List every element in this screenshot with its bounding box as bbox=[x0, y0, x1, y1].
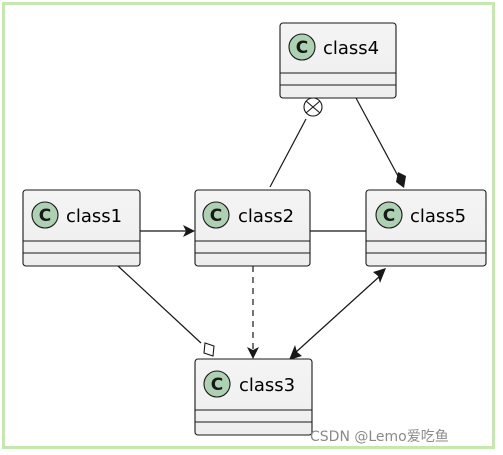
class-name: class4 bbox=[323, 38, 379, 59]
class-box-class4[interactable]: C class4 bbox=[279, 22, 397, 99]
arrowhead-icon bbox=[373, 268, 386, 283]
composition-diamond-icon bbox=[396, 172, 406, 188]
arrowhead-icon bbox=[183, 225, 195, 237]
class-badge-letter: C bbox=[210, 206, 222, 226]
class-badge-letter: C bbox=[211, 375, 223, 395]
relation-class1-class2 bbox=[140, 225, 195, 237]
class-badge-icon bbox=[202, 201, 230, 229]
class-box-class3[interactable]: C class3 bbox=[194, 358, 313, 436]
relation-class5-class3 bbox=[289, 268, 386, 360]
class-badge-icon bbox=[31, 201, 59, 229]
watermark: CSDN @Lemo爱吃鱼 bbox=[310, 429, 449, 445]
relation-class4-class2 bbox=[269, 97, 323, 188]
relations bbox=[117, 97, 406, 360]
relation-class2-class3 bbox=[247, 266, 259, 359]
class-box-class1[interactable]: C class1 bbox=[22, 189, 141, 267]
class-name: class2 bbox=[238, 206, 294, 227]
class-badge-icon bbox=[288, 33, 316, 61]
class-badge-letter: C bbox=[383, 206, 395, 226]
class-box-class2[interactable]: C class2 bbox=[194, 189, 311, 267]
class-name: class1 bbox=[66, 206, 122, 227]
relation-class4-class5 bbox=[355, 97, 406, 188]
aggregation-diamond-icon bbox=[203, 342, 215, 357]
class-badge-letter: C bbox=[39, 206, 51, 226]
class-badge-icon bbox=[375, 201, 403, 229]
class-box-class5[interactable]: C class5 bbox=[365, 189, 487, 267]
class-badge-icon bbox=[203, 370, 231, 398]
class-badge-letter: C bbox=[296, 38, 308, 58]
arrowhead-icon bbox=[289, 345, 302, 360]
class-name: class3 bbox=[239, 375, 295, 396]
class-name: class5 bbox=[410, 206, 466, 227]
arrowhead-icon bbox=[247, 347, 259, 359]
relation-class1-class3 bbox=[117, 265, 215, 357]
